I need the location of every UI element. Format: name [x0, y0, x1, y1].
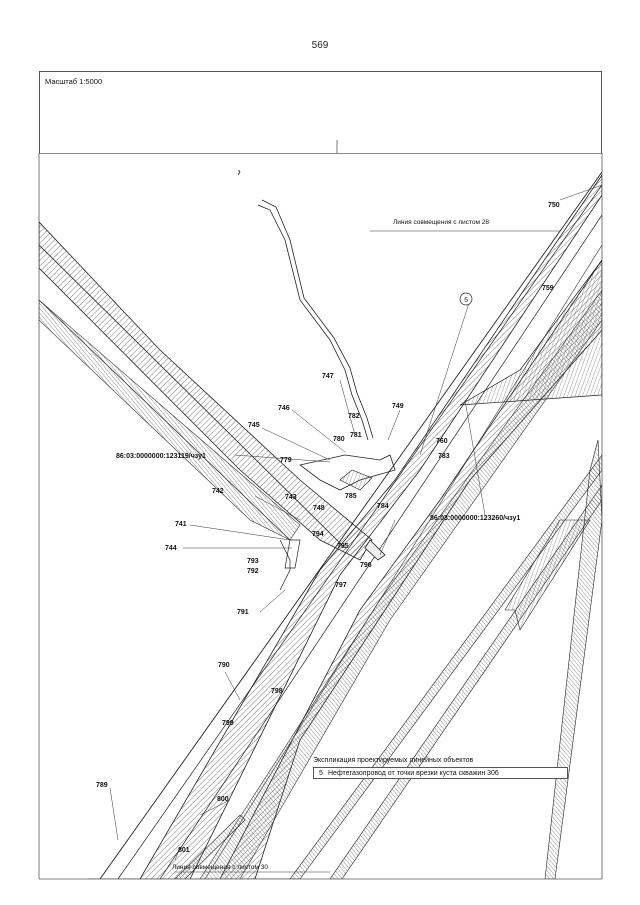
point-label: 750	[548, 202, 560, 209]
point-label: 744	[165, 545, 177, 552]
point-label: 789	[96, 782, 108, 789]
legend-row-number: 5	[319, 769, 323, 777]
page-number: 569	[311, 40, 329, 51]
match-line-bottom-label: Линия совмещения с листом 30	[172, 864, 268, 871]
point-label: 742	[212, 488, 224, 495]
zone-northeast	[459, 259, 602, 406]
point-label: 748	[313, 505, 325, 512]
point-label: 801	[178, 847, 190, 854]
object-marker-number: 5	[464, 297, 468, 304]
point-label: 747	[322, 373, 334, 380]
point-label: 745	[248, 422, 260, 429]
point-label: 785	[345, 493, 357, 500]
point-label: 781	[350, 432, 362, 439]
point-label: 791	[237, 609, 249, 616]
road-north	[257, 204, 369, 441]
point-label: 797	[335, 582, 347, 589]
object-marker-circle	[459, 292, 473, 306]
point-label: 782	[348, 413, 360, 420]
point-label: 783	[438, 453, 450, 460]
junction-box	[299, 454, 396, 491]
point-label: 759	[542, 285, 554, 292]
point-label: 749	[392, 403, 404, 410]
map-content: 5	[39, 170, 602, 879]
point-label: 746	[278, 405, 290, 412]
point-label: 792	[247, 568, 259, 575]
point-label: 795	[337, 543, 349, 550]
legend-row: 5 Нефтегазопровод от точки врезки куста …	[313, 767, 568, 779]
point-label: 741	[175, 521, 187, 528]
legend: Экспликация проектируемых линейных объек…	[313, 757, 568, 779]
parcel-label-right: 86:03:0000000:123260/чзу1	[430, 515, 520, 522]
point-label: 796	[360, 562, 372, 569]
corridor-northwest-lower	[39, 299, 301, 541]
point-label: 760	[436, 438, 448, 445]
point-label: 780	[333, 436, 345, 443]
corridor-northwest	[39, 221, 373, 561]
map-header-box	[39, 71, 602, 153]
scale-label: Масштаб 1:5000	[45, 77, 103, 86]
map-header-divider	[39, 153, 602, 154]
point-label: 800	[217, 796, 229, 803]
point-label: 794	[312, 531, 324, 538]
strip-southwest	[174, 814, 246, 879]
point-label: 799	[222, 720, 234, 727]
corridor-east-c	[504, 519, 591, 631]
corridor-main-dense	[199, 289, 602, 879]
point-label: 784	[377, 503, 389, 510]
point-label: 790	[218, 662, 230, 669]
point-label: 743	[285, 494, 297, 501]
legend-row-text: Нефтегазопровод от точки врезки куста ск…	[328, 769, 499, 777]
point-label: 793	[247, 558, 259, 565]
parcel-label-left: 86:03:0000000:123119/чзу1	[116, 453, 206, 460]
point-label: 779	[280, 457, 292, 464]
match-line-top-label: Линия совмещения с листом 28	[393, 219, 489, 226]
point-label: 798	[271, 688, 283, 695]
legend-title: Экспликация проектируемых линейных объек…	[313, 757, 474, 764]
